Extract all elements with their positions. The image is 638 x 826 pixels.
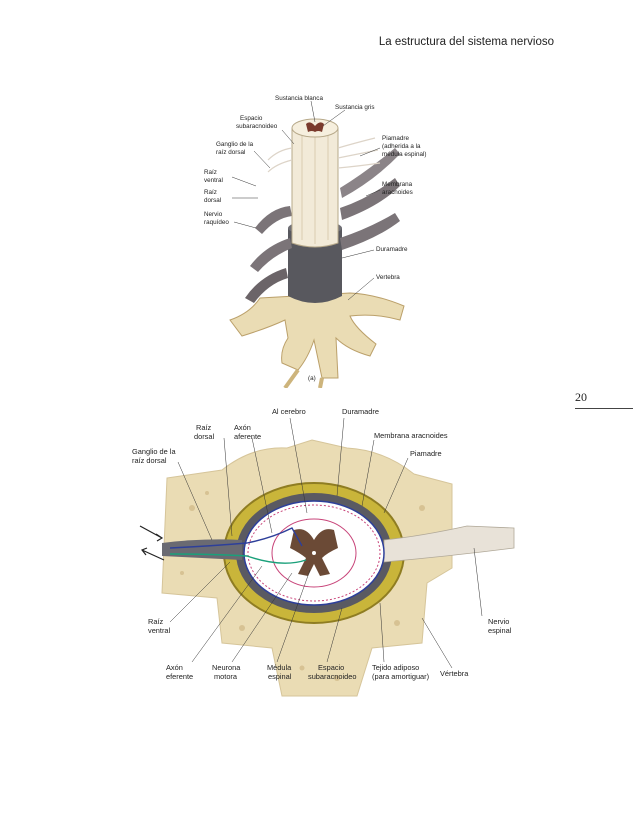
page-number: 20 [575, 390, 633, 409]
label-raiz-ventral-line1: Raíz [148, 617, 164, 626]
running-header: La estructura del sistema nervioso [378, 36, 554, 48]
label-raiz-dorsal-line1: Raíz [204, 189, 217, 196]
label-raiz-ventral-line1: Raíz [204, 169, 217, 176]
figure-a-caption: (a) [308, 375, 316, 382]
label-piamadre-line3: médula espinal) [382, 151, 426, 158]
label-tejido-adiposo-line1: Tejido adiposo [372, 663, 419, 672]
label-raiz-ventral-line2: ventral [204, 177, 223, 184]
label-medula-espinal-line2: espinal [268, 672, 292, 681]
label-duramadre: Duramadre [342, 407, 379, 416]
label-tejido-adiposo-line2: (para amortiguar) [372, 672, 429, 681]
label-vertebra: Vértebra [440, 669, 469, 678]
sustancia-gris-illustration [306, 122, 324, 132]
label-nervio-espinal-line2: espinal [488, 626, 512, 635]
label-duramadre: Duramadre [376, 246, 408, 253]
label-espacio-subaracnoideo-line1: Espacio [318, 663, 344, 672]
label-medula-espinal-line1: Médula [267, 663, 292, 672]
vertebra-illustration [229, 292, 405, 379]
label-neurona-motora-line2: motora [214, 672, 238, 681]
label-raiz-dorsal-line2: dorsal [194, 432, 214, 441]
label-raiz-dorsal-line2: dorsal [204, 197, 221, 204]
spinal-cord-cross-section-figure: Al cerebro Duramadre Raíz dorsal Axón af… [132, 407, 515, 697]
label-piamadre-line1: Piamadre [382, 135, 409, 142]
label-axon-eferente-line1: Axón [166, 663, 183, 672]
label-sustancia-gris: Sustancia gris [335, 104, 375, 111]
spinal-nerve-right [383, 525, 515, 563]
duramadre-illustration [288, 228, 342, 303]
label-sustancia-blanca: Sustancia blanca [275, 95, 323, 102]
label-piamadre: Piamadre [410, 449, 442, 458]
label-piamadre-line2: (adherida a la [382, 143, 421, 150]
label-membrana-aracnoides-line2: aracnoides [382, 189, 413, 196]
label-raiz-ventral-line2: ventral [148, 626, 171, 635]
label-espacio-subaracnoideo-line1: Espacio [240, 115, 263, 122]
label-axon-eferente-line2: eferente [166, 672, 193, 681]
label-espacio-subaracnoideo-line2: subaracnoideo [236, 123, 278, 130]
label-ganglio-raiz-dorsal-line2: raíz dorsal [216, 149, 245, 156]
label-nervio-raquideo-line2: raquídeo [204, 219, 229, 226]
label-vertebra: Vertebra [376, 274, 400, 281]
spinal-cord-3d-figure: Sustancia blanca Sustancia gris Espacio … [204, 95, 426, 388]
axon-aferente-path [169, 527, 303, 549]
label-espacio-subaracnoideo-line2: subaracnoideo [308, 672, 357, 681]
label-nervio-espinal-line1: Nervio [488, 617, 509, 626]
label-ganglio-raiz-dorsal-line2: raíz dorsal [132, 456, 167, 465]
label-raiz-dorsal-line1: Raíz [196, 423, 212, 432]
label-ganglio-raiz-dorsal-line1: Ganglio de la [216, 141, 254, 148]
spinal-nerve-illustration [340, 178, 400, 220]
arrow-out-icon [141, 547, 165, 561]
axon-eferente-path [169, 553, 307, 564]
label-membrana-aracnoides-line1: Membrana [382, 181, 413, 188]
label-ganglio-raiz-dorsal-line1: Ganglio de la [132, 447, 176, 456]
arrow-in-icon [139, 525, 164, 542]
label-nervio-raquideo-line1: Nervio [204, 211, 223, 218]
label-membrana-aracnoides: Membrana aracnoides [374, 431, 448, 440]
label-al-cerebro: Al cerebro [272, 407, 306, 416]
label-axon-aferente-line1: Axón [234, 423, 251, 432]
label-neurona-motora-line1: Neurona [212, 663, 241, 672]
label-axon-aferente-line2: aferente [234, 432, 261, 441]
